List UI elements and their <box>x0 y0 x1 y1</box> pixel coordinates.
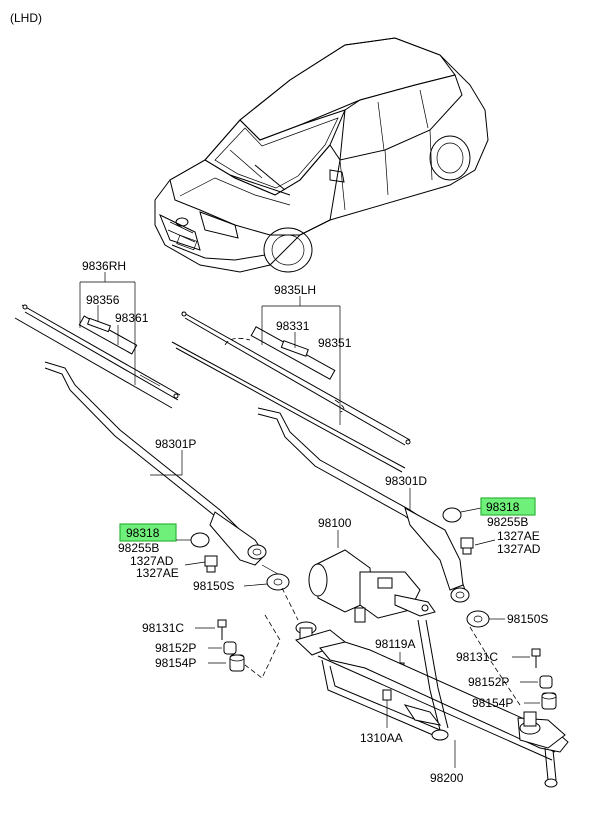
label-rh-refill: 98356 <box>86 293 120 307</box>
wiper-motor <box>308 530 436 623</box>
dash-right-pivot <box>469 626 521 706</box>
label-cap-left[interactable]: 98318 <box>126 526 160 540</box>
label-lh-blade: 98351 <box>318 336 352 350</box>
bushing-left <box>208 641 237 655</box>
label-pivot-cap-right: 98150S <box>507 612 548 626</box>
label-linkage: 98200 <box>430 771 464 785</box>
wiper-linkage <box>295 619 569 788</box>
label-nut-left: 98255B <box>118 541 159 555</box>
highlight-cap-right <box>480 497 536 516</box>
wiper-cap-left <box>190 532 210 548</box>
label-motor: 98100 <box>318 516 352 530</box>
label-bolt-1310: 1310AA <box>360 731 403 745</box>
label-nut-right: 98255B <box>487 515 528 529</box>
washer-left <box>208 654 245 672</box>
label-nut-ae-left: 1327AE <box>136 566 179 580</box>
label-pivot-cap-left: 98150S <box>193 579 234 593</box>
label-washer-left: 98154P <box>155 656 196 670</box>
label-lh-assy: 9835LH <box>274 283 316 297</box>
label-nut-ae-right: 1327AE <box>497 529 540 543</box>
wiper-arm-d <box>257 407 470 603</box>
car-illustration <box>154 37 489 273</box>
pivot-cap-right <box>466 610 505 628</box>
leader-arm-p <box>150 450 183 476</box>
rh-wiper-blade <box>14 304 181 409</box>
lh-callout-lines <box>261 296 341 425</box>
nut-right <box>460 537 496 555</box>
wiper-arm-p <box>44 361 267 566</box>
label-nut-ad-right: 1327AD <box>497 542 541 556</box>
label-arm-d: 98301D <box>385 474 427 488</box>
label-cap-right[interactable]: 98318 <box>486 500 520 514</box>
dash-left-bracket <box>244 614 281 679</box>
label-bolt-right: 98131C <box>456 650 498 664</box>
highlight-cap-left <box>119 523 177 542</box>
label-bolt-left: 98131C <box>142 621 184 635</box>
label-bushing-left: 98152P <box>155 641 196 655</box>
label-bushing-right: 98152P <box>468 675 509 689</box>
label-nut-ad-left: 1327AD <box>130 554 174 568</box>
label-rh-blade: 98361 <box>115 311 149 325</box>
label-rh-assy: 9836RH <box>82 259 126 273</box>
pivot-cap-left <box>243 564 290 591</box>
bushing-right <box>520 675 553 689</box>
wiper-cap-right <box>442 507 462 523</box>
label-motor-bolt: 98119A <box>375 637 415 651</box>
variant-label: (LHD) <box>10 11 42 25</box>
washer-right <box>524 692 557 710</box>
label-lh-refill: 98331 <box>276 319 310 333</box>
bolt-left <box>195 619 227 640</box>
nut-left <box>184 555 218 573</box>
label-arm-p: 98301P <box>155 437 196 451</box>
lh-wiper-blade <box>171 311 411 473</box>
dash-left-pivot <box>281 587 299 621</box>
bolt-right <box>512 648 541 668</box>
rh-callout-lines <box>79 272 136 385</box>
label-washer-right: 98154P <box>472 696 513 710</box>
